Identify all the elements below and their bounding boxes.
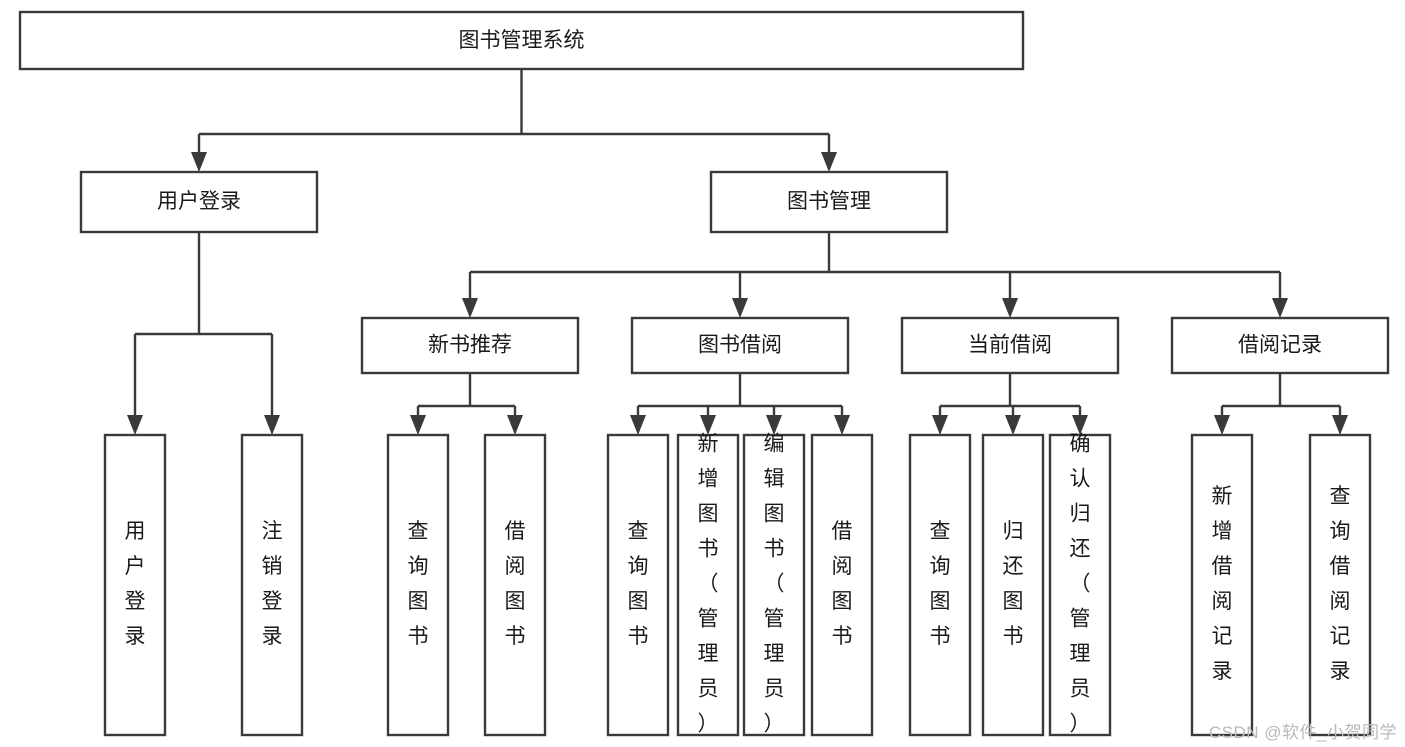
arrow-root-to-bookmgmt [821,152,837,172]
leaf-confirm-return-admin-box[interactable] [1048,433,1112,737]
arrow-current-c2 [1005,415,1021,435]
leaf-user-login-box[interactable] [103,433,167,737]
arrow-borrow-c2 [700,415,716,435]
arrow-record-c2 [1332,415,1348,435]
arrow-newbook-c2 [507,415,523,435]
arrow-current-c1 [932,415,948,435]
leaf-query-book-current-label: 查询图书 [930,520,951,648]
leaf-logout-box[interactable] [240,433,304,737]
leaf-user-login[interactable]: 用户登录 [103,433,167,737]
node-book-management-box[interactable] [709,170,949,234]
leaf-node-group: 用户登录 注销登录 查询图书 借阅图书 查询图书 新增图书（管理员） [103,433,1372,737]
leaf-add-borrow-record-box[interactable] [1190,433,1254,737]
leaf-borrow-book-newbook-label: 借阅图书 [505,520,526,648]
connector-layer [127,69,1348,435]
leaf-query-book-newbook-label: 查询图书 [408,520,429,648]
leaf-borrow-book-label: 借阅图书 [832,520,853,648]
leaf-return-book[interactable]: 归还图书 [981,433,1045,737]
leaf-edit-book-admin[interactable]: 编辑图书（管理员） [742,433,806,737]
node-book-borrow-box[interactable] [630,316,850,375]
arrow-bookmgmt-c1 [462,298,478,318]
leaf-query-book-newbook-box[interactable] [386,433,450,737]
arrow-record-c1 [1214,415,1230,435]
node-book-management-label: 图书管理 [787,190,871,213]
leaf-query-book-current-box[interactable] [908,433,972,737]
arrow-bookmgmt-c2 [732,298,748,318]
leaf-query-book-borrow-box[interactable] [606,433,670,737]
node-new-book-recommend[interactable]: 新书推荐 [360,316,580,375]
arrow-current-c3 [1072,415,1088,435]
arrow-borrow-c3 [766,415,782,435]
leaf-add-book-admin-label: 新增图书（管理员） [698,433,719,736]
leaf-query-borrow-record[interactable]: 查询借阅记录 [1308,433,1372,737]
leaf-borrow-book[interactable]: 借阅图书 [810,433,874,737]
leaf-edit-book-admin-box[interactable] [742,433,806,737]
leaf-borrow-book-newbook-box[interactable] [483,433,547,737]
leaf-add-borrow-record[interactable]: 新增借阅记录 [1190,433,1254,737]
node-book-management[interactable]: 图书管理 [709,170,949,234]
leaf-add-borrow-record-label: 新增借阅记录 [1212,485,1233,683]
leaf-confirm-return-admin[interactable]: 确认归还（管理员） [1048,433,1112,737]
leaf-return-book-label: 归还图书 [1003,520,1024,648]
arrow-bookmgmt-c3 [1002,298,1018,318]
leaf-confirm-return-admin-label: 确认归还（管理员） [1070,433,1091,736]
leaf-user-login-label: 用户登录 [125,520,146,648]
leaf-query-borrow-record-box[interactable] [1308,433,1372,737]
leaf-query-book-newbook[interactable]: 查询图书 [386,433,450,737]
node-user-login[interactable]: 用户登录 [79,170,319,234]
arrow-login-c2 [264,415,280,435]
node-borrow-record-box[interactable] [1170,316,1390,375]
node-book-borrow-label: 图书借阅 [698,334,782,357]
leaf-borrow-book-box[interactable] [810,433,874,737]
node-book-borrow[interactable]: 图书借阅 [630,316,850,375]
arrow-login-c1 [127,415,143,435]
leaf-edit-book-admin-label: 编辑图书（管理员） [764,433,785,736]
leaf-query-book-borrow[interactable]: 查询图书 [606,433,670,737]
node-borrow-record[interactable]: 借阅记录 [1170,316,1390,375]
leaf-query-book-current[interactable]: 查询图书 [908,433,972,737]
node-new-book-recommend-label: 新书推荐 [428,334,512,357]
node-root[interactable]: 图书管理系统 [18,10,1025,71]
arrow-newbook-c1 [410,415,426,435]
node-root-label: 图书管理系统 [459,29,585,52]
node-root-box[interactable] [18,10,1025,71]
node-user-login-box[interactable] [79,170,319,234]
leaf-query-book-borrow-label: 查询图书 [628,520,649,648]
node-current-borrow[interactable]: 当前借阅 [900,316,1120,375]
arrow-root-to-login [191,152,207,172]
node-user-login-label: 用户登录 [157,190,241,213]
leaf-borrow-book-newbook[interactable]: 借阅图书 [483,433,547,737]
leaf-query-borrow-record-label: 查询借阅记录 [1330,485,1351,683]
node-new-book-recommend-box[interactable] [360,316,580,375]
csdn-watermark: CSDN @软件_小贺同学 [1208,723,1397,742]
leaf-return-book-box[interactable] [981,433,1045,737]
leaf-add-book-admin-box[interactable] [676,433,740,737]
node-current-borrow-box[interactable] [900,316,1120,375]
leaf-logout-label: 注销登录 [262,520,283,648]
arrow-borrow-c4 [834,415,850,435]
arrow-borrow-c1 [630,415,646,435]
node-borrow-record-label: 借阅记录 [1238,334,1322,357]
leaf-add-book-admin[interactable]: 新增图书（管理员） [676,433,740,737]
arrow-bookmgmt-c4 [1272,298,1288,318]
leaf-logout[interactable]: 注销登录 [240,433,304,737]
node-current-borrow-label: 当前借阅 [968,334,1052,357]
